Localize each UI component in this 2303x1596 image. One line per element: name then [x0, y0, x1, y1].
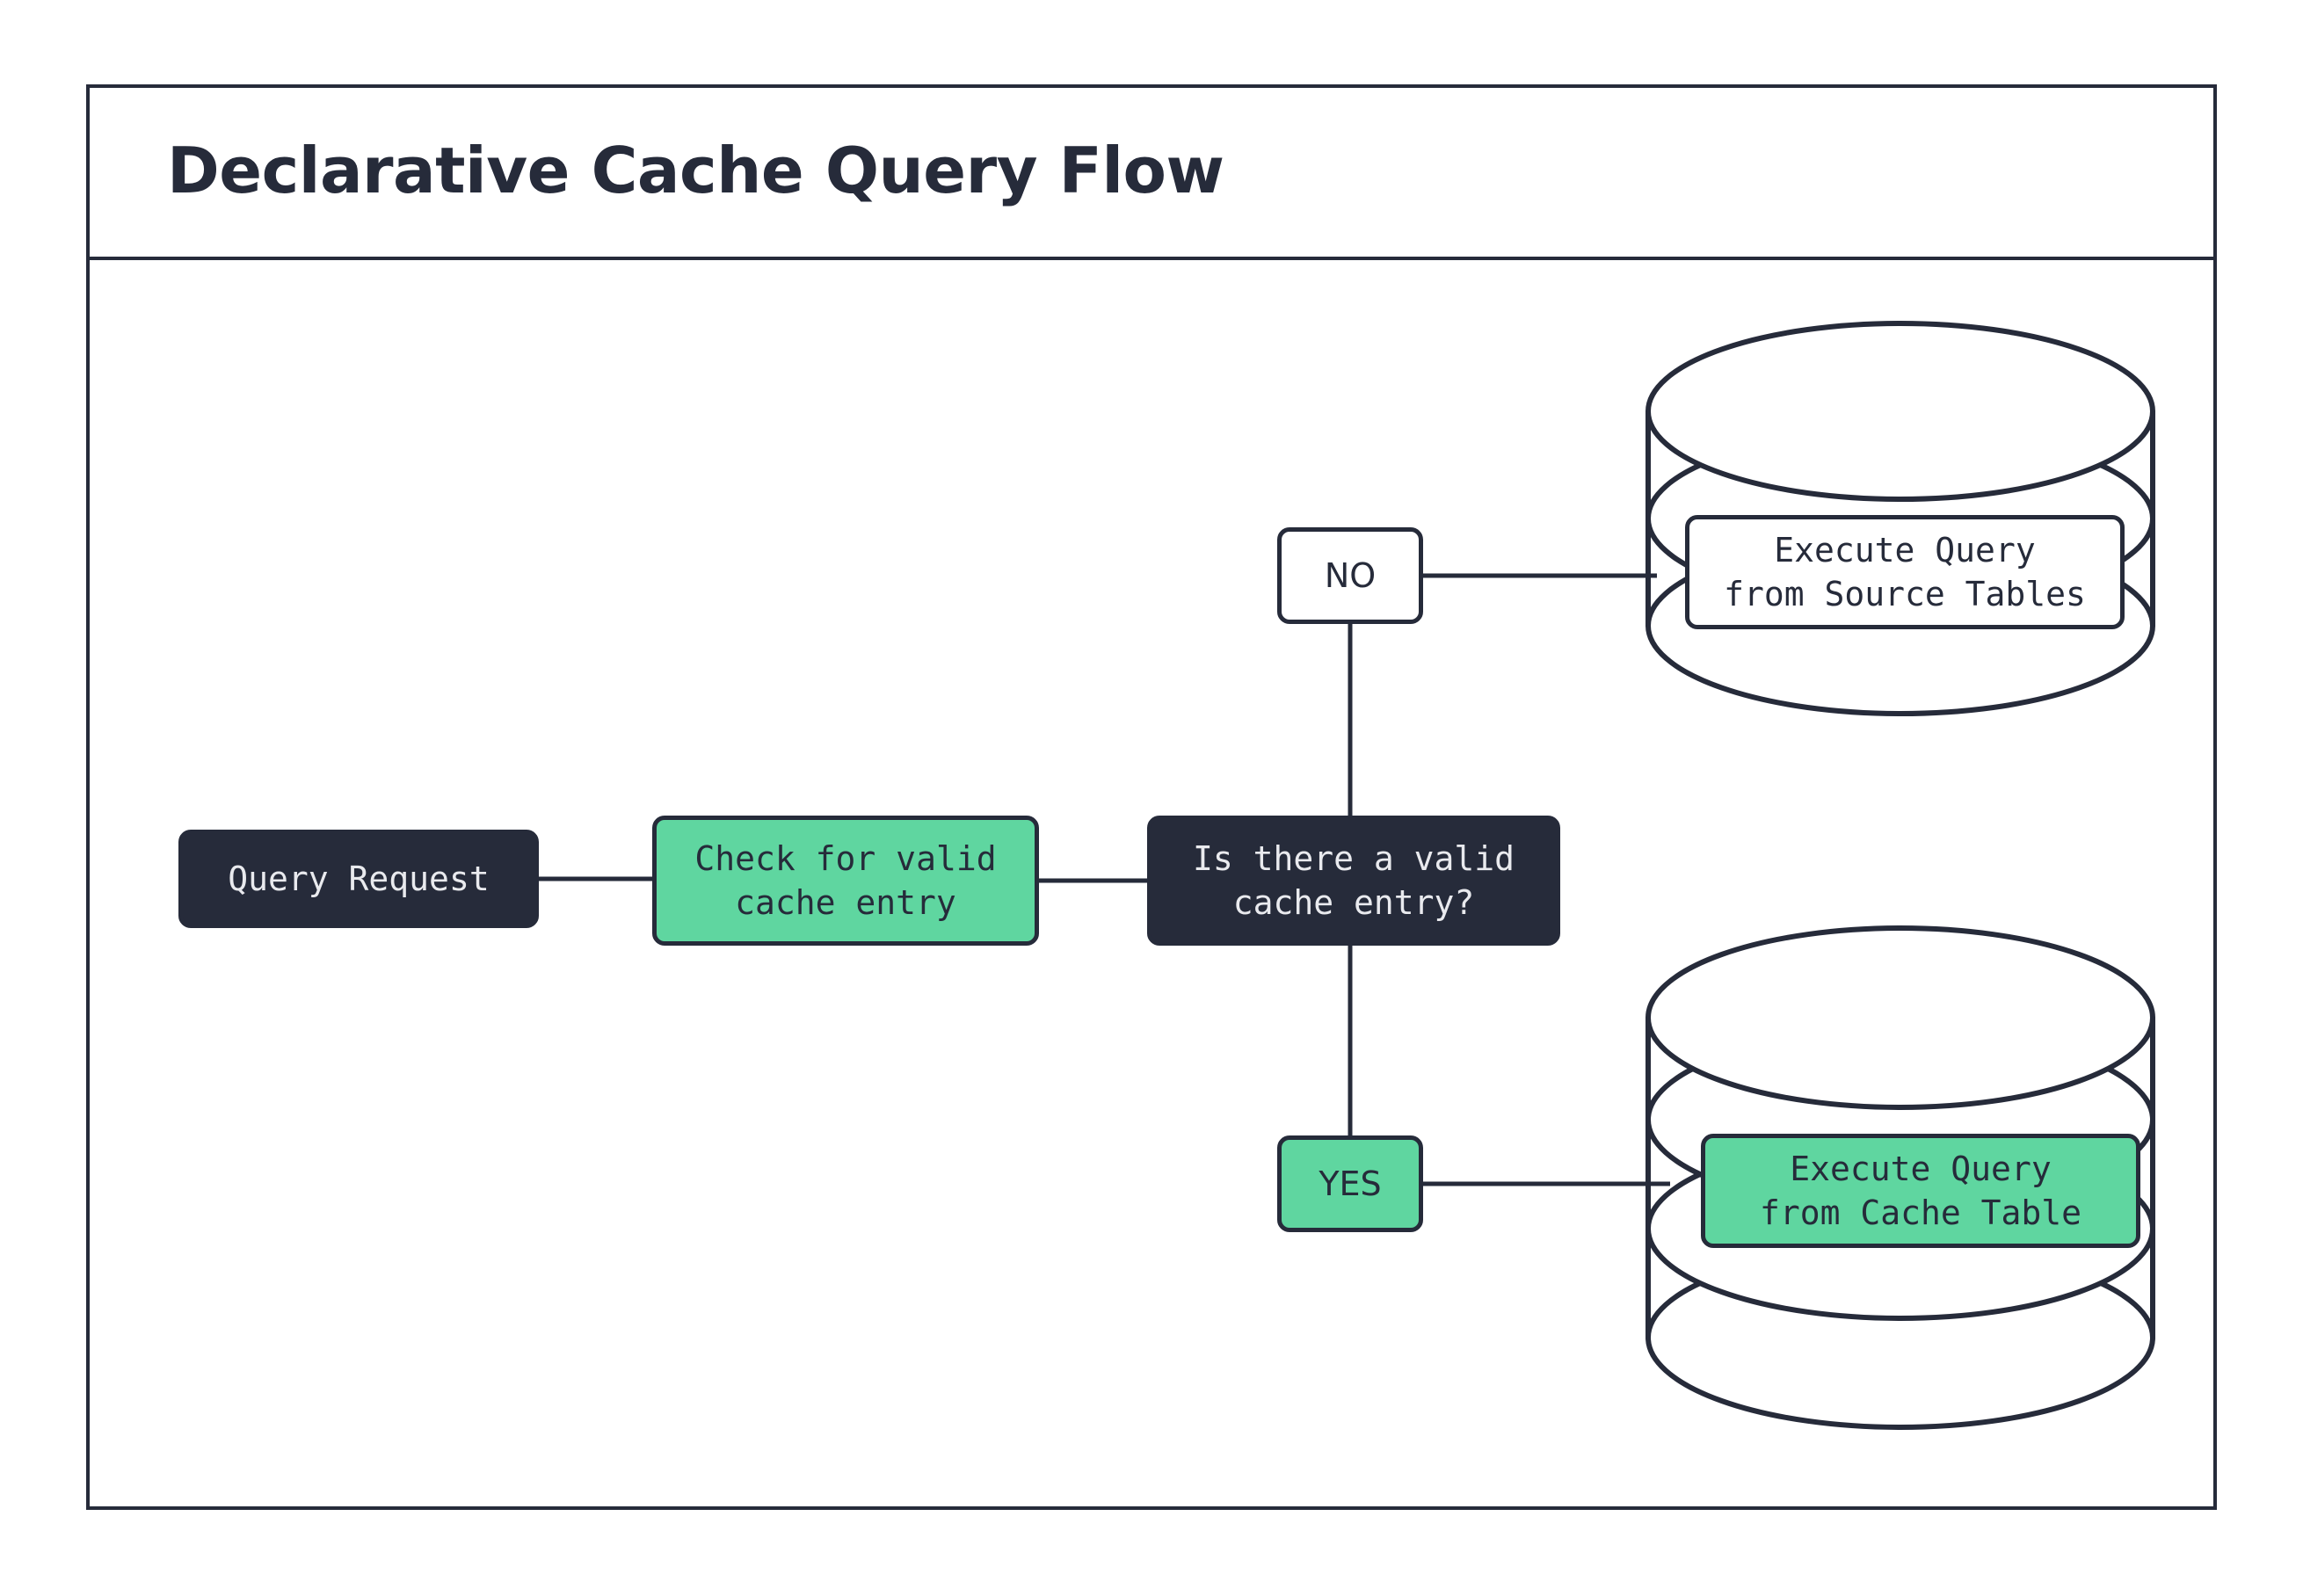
branch-label-no[interactable]: NO	[1277, 527, 1423, 624]
node-execute-query-from-cache-table[interactable]: Execute Query from Cache Table	[1701, 1134, 2140, 1248]
node-query-request[interactable]: Query Request	[178, 830, 539, 928]
branch-label-yes[interactable]: YES	[1277, 1135, 1423, 1232]
title-bar: Declarative Cache Query Flow	[86, 84, 2217, 260]
node-check-for-valid-cache-entry[interactable]: Check for valid cache entry	[652, 816, 1039, 946]
page-title: Declarative Cache Query Flow	[167, 134, 1224, 207]
node-decision-valid-cache-entry[interactable]: Is there a valid cache entry?	[1147, 816, 1560, 946]
node-execute-query-from-source-tables[interactable]: Execute Query from Source Tables	[1685, 515, 2125, 629]
